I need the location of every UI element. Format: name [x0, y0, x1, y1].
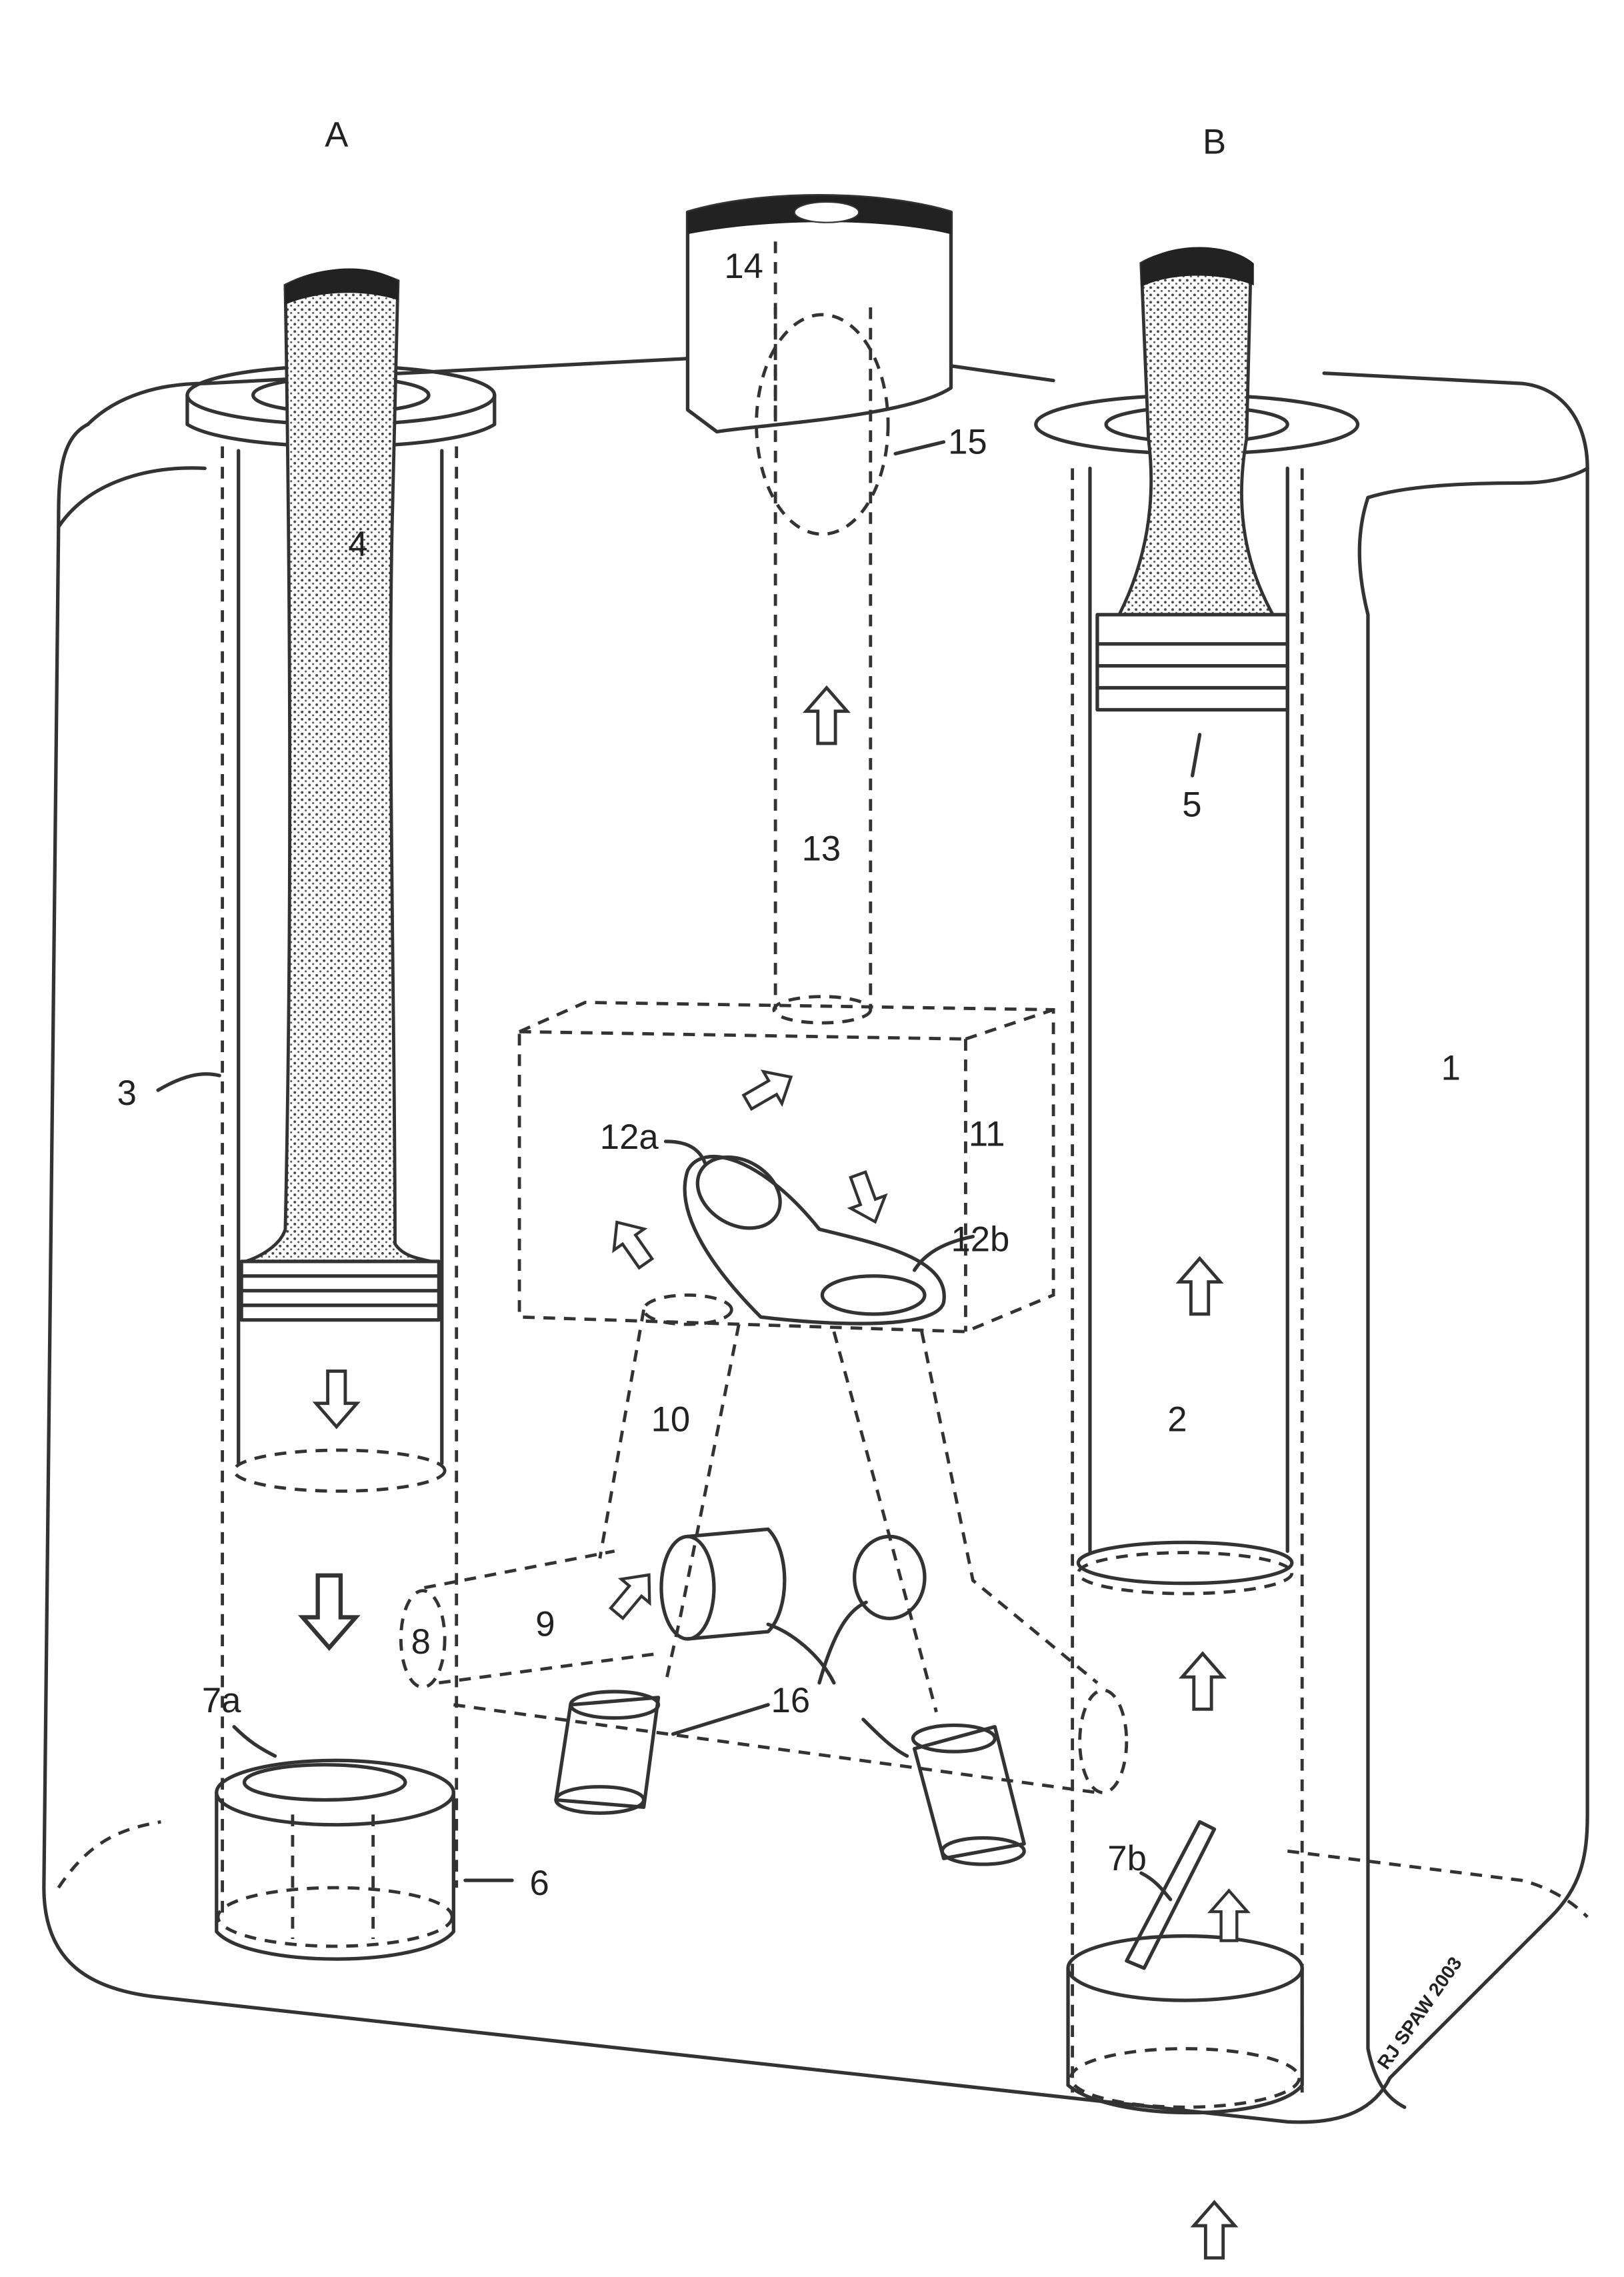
label-5: 5	[1182, 785, 1201, 825]
label-8: 8	[411, 1622, 431, 1662]
label-1: 1	[1441, 1049, 1461, 1088]
up-arrow-icon	[1179, 1258, 1220, 1314]
label-13: 13	[802, 829, 841, 869]
label-3: 3	[117, 1073, 137, 1113]
valve-7b	[1066, 1820, 1304, 2115]
down-arrow-icon	[316, 1371, 357, 1426]
label-15: 15	[948, 422, 987, 461]
combustion-chamber-11	[517, 1000, 1055, 1334]
connecting-rod-b	[1116, 248, 1276, 617]
piston-rings-b	[1095, 613, 1289, 712]
engine-block-outline	[42, 357, 1589, 2124]
check-valve-9	[659, 1527, 787, 1641]
label-16: 16	[771, 1681, 811, 1720]
label-14: 14	[724, 247, 763, 286]
label-6: 6	[529, 1864, 549, 1903]
cylinder-a	[185, 268, 497, 1961]
label-7b: 7b	[1107, 1839, 1147, 1878]
label-12a: 12a	[600, 1117, 659, 1157]
label-2: 2	[1167, 1400, 1187, 1439]
valve-7a	[215, 1758, 455, 1961]
label-column-b: B	[1203, 123, 1226, 162]
leader-lines	[156, 440, 1202, 1902]
connecting-rod-4	[245, 269, 432, 1264]
up-arrow-icon	[1182, 1654, 1223, 1709]
label-4: 4	[348, 525, 367, 564]
piston-rings-a	[239, 1260, 441, 1322]
up-arrow-icon	[806, 688, 847, 743]
label-7a: 7a	[202, 1681, 241, 1720]
transfer-pipes	[399, 1061, 1129, 1866]
label-10: 10	[651, 1400, 691, 1439]
exhaust-tube	[685, 194, 953, 1025]
cylinder-b	[1034, 247, 1360, 2258]
label-11: 11	[969, 1114, 1005, 1154]
down-arrow-icon	[303, 1576, 356, 1648]
label-9: 9	[535, 1605, 555, 1644]
label-12b: 12b	[951, 1220, 1009, 1259]
label-column-a: A	[325, 115, 349, 155]
up-arrow-icon	[1194, 2202, 1235, 2258]
